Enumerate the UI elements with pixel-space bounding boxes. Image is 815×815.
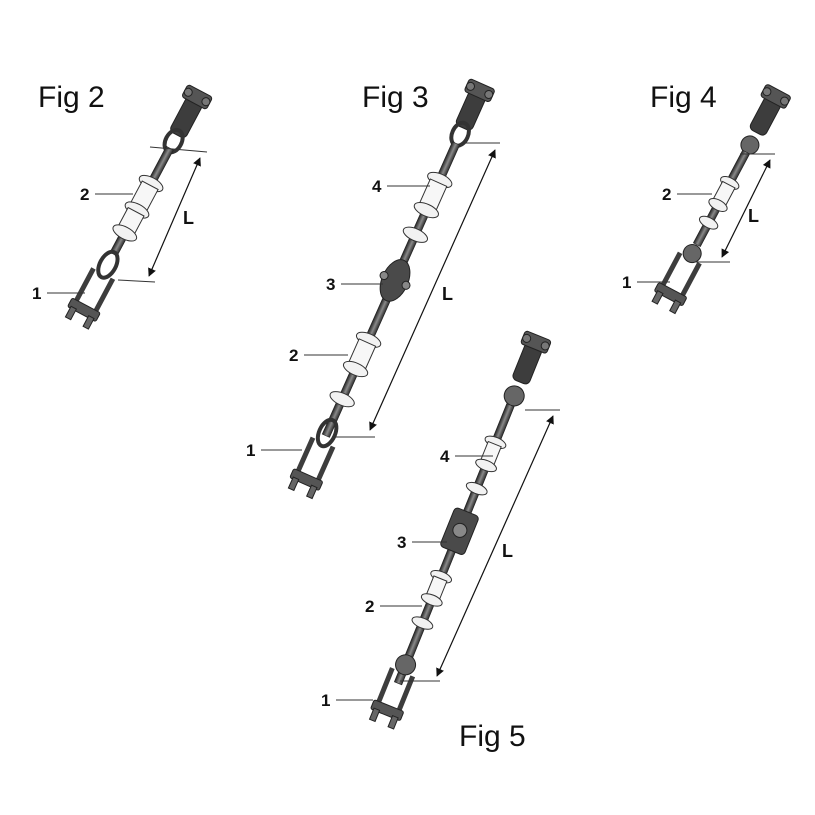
figure-2-callout-2: 2 <box>80 185 89 204</box>
figure-4: Fig 4 L 2 1 <box>622 81 791 315</box>
figure-4-dimension-line <box>721 159 771 258</box>
figure-3: Fig 3 L <box>246 78 500 500</box>
figure-3-callout-1: 1 <box>246 441 255 460</box>
figure-5-callout-2: 2 <box>365 597 374 616</box>
figure-2-assembly <box>64 84 213 330</box>
figure-2-dimension-line <box>148 157 201 277</box>
figure-3-assembly <box>287 78 495 500</box>
figure-3-callout-4: 4 <box>372 177 382 196</box>
figure-2-dimension-label: L <box>183 208 194 228</box>
figure-2-title: Fig 2 <box>38 81 105 114</box>
figure-2: Fig 2 L 2 1 <box>32 81 213 330</box>
figure-3-title: Fig 3 <box>362 81 429 114</box>
figure-5: Fig 5 L 4 <box>321 330 560 753</box>
figure-5-callout-1: 1 <box>321 691 330 710</box>
figure-5-dimension-label: L <box>502 541 513 561</box>
figure-2-callout-1: 1 <box>32 284 41 303</box>
figure-4-callout-1: 1 <box>622 273 631 292</box>
figure-3-callout-3: 3 <box>326 275 335 294</box>
figure-5-title: Fig 5 <box>459 720 526 753</box>
figure-4-title: Fig 4 <box>650 81 717 114</box>
figure-3-dimension-label: L <box>442 284 453 304</box>
figure-5-assembly <box>368 330 552 730</box>
figure-5-dimension-line <box>436 415 554 677</box>
figure-4-callout-2: 2 <box>662 185 671 204</box>
figure-5-callout-4: 4 <box>440 447 450 466</box>
figure-3-callout-2: 2 <box>289 346 298 365</box>
figure-5-callout-3: 3 <box>397 533 406 552</box>
figure-4-dimension-label: L <box>748 206 759 226</box>
figure-3-dimension-line <box>369 149 496 431</box>
